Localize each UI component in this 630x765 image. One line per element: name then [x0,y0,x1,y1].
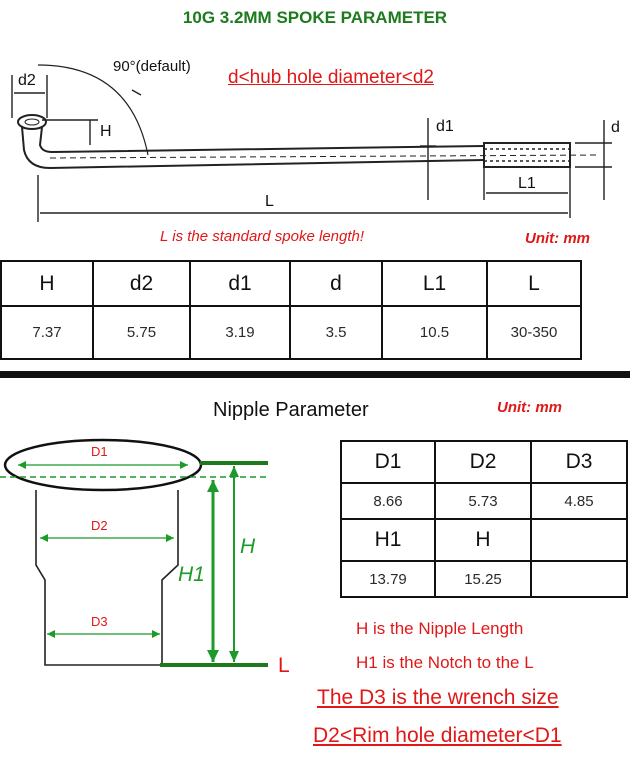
nipple-table-header-row: D1 D2 D3 [340,440,628,484]
nipple-label-D3: D3 [91,614,108,629]
spoke-unit-label: Unit: mm [525,230,590,247]
spoke-label-d2: d2 [18,72,36,89]
nipple-label-H1: H1 [178,563,205,586]
nipple-label-D2: D2 [91,518,108,533]
nipple-table-header: H [434,518,532,562]
spoke-table-value: 10.5 [381,305,488,360]
nipple-title: Nipple Parameter [213,399,369,421]
nipple-table-value: 8.66 [340,482,436,520]
spoke-label-d1: d1 [436,118,454,135]
spoke-label-H: H [100,123,112,140]
spoke-table-value-row: 7.37 5.75 3.19 3.5 10.5 30-350 [0,305,582,360]
nipple-label-D1: D1 [91,444,108,459]
nipple-unit-label: Unit: mm [497,399,562,416]
nipple-length-note: H is the Nipple Length [356,619,524,638]
nipple-table-value: 13.79 [340,560,436,598]
spoke-table-header: L [486,260,582,307]
spoke-table-header: H [0,260,94,307]
nipple-table-value: 15.25 [434,560,532,598]
nipple-table-header: D1 [340,440,436,484]
standard-length-note: L is the standard spoke length! [160,228,365,245]
notch-note: H1 is the Notch to the L [356,653,534,672]
nipple-table-value [530,560,628,598]
angle-label: 90°(default) [113,58,191,75]
spoke-table-value: 3.19 [189,305,291,360]
nipple-diagram [0,438,270,667]
spoke-table-header: d1 [189,260,291,307]
spoke-label-d: d [611,119,620,136]
spoke-label-L: L [265,193,274,210]
nipple-table-header [530,518,628,562]
spoke-label-L1: L1 [518,175,536,192]
spoke-table-header: d2 [92,260,191,307]
nipple-table-value-row: 13.79 15.25 [340,560,628,598]
page-title: 10G 3.2MM SPOKE PARAMETER [182,8,448,27]
nipple-label-L: L [278,654,290,677]
spoke-table-value: 3.5 [289,305,383,360]
nipple-table-value-row: 8.66 5.73 4.85 [340,482,628,520]
hub-hole-rule: d<hub hole diameter<d2 [228,67,434,88]
spoke-parameter-table: H d2 d1 d L1 L 7.37 5.75 3.19 3.5 10.5 3… [0,260,582,360]
nipple-label-H: H [240,535,256,558]
nipple-parameter-table: D1 D2 D3 8.66 5.73 4.85 H1 H 13.79 15.25 [340,440,628,598]
rim-hole-rule: D2<Rim hole diameter<D1 [313,724,562,747]
nipple-table-header: H1 [340,518,436,562]
spoke-diagram [11,64,612,222]
spoke-table-value: 30-350 [486,305,582,360]
spoke-table-value: 7.37 [0,305,94,360]
wrench-size-note: The D3 is the wrench size [317,686,559,709]
spoke-table-header-row: H d2 d1 d L1 L [0,260,582,307]
nipple-table-value: 4.85 [530,482,628,520]
spoke-table-value: 5.75 [92,305,191,360]
nipple-table-header: D2 [434,440,532,484]
nipple-table-header: D3 [530,440,628,484]
nipple-table-value: 5.73 [434,482,532,520]
spoke-table-header: d [289,260,383,307]
spoke-table-header: L1 [381,260,488,307]
nipple-table-header-row: H1 H [340,518,628,562]
section-divider [0,371,630,378]
